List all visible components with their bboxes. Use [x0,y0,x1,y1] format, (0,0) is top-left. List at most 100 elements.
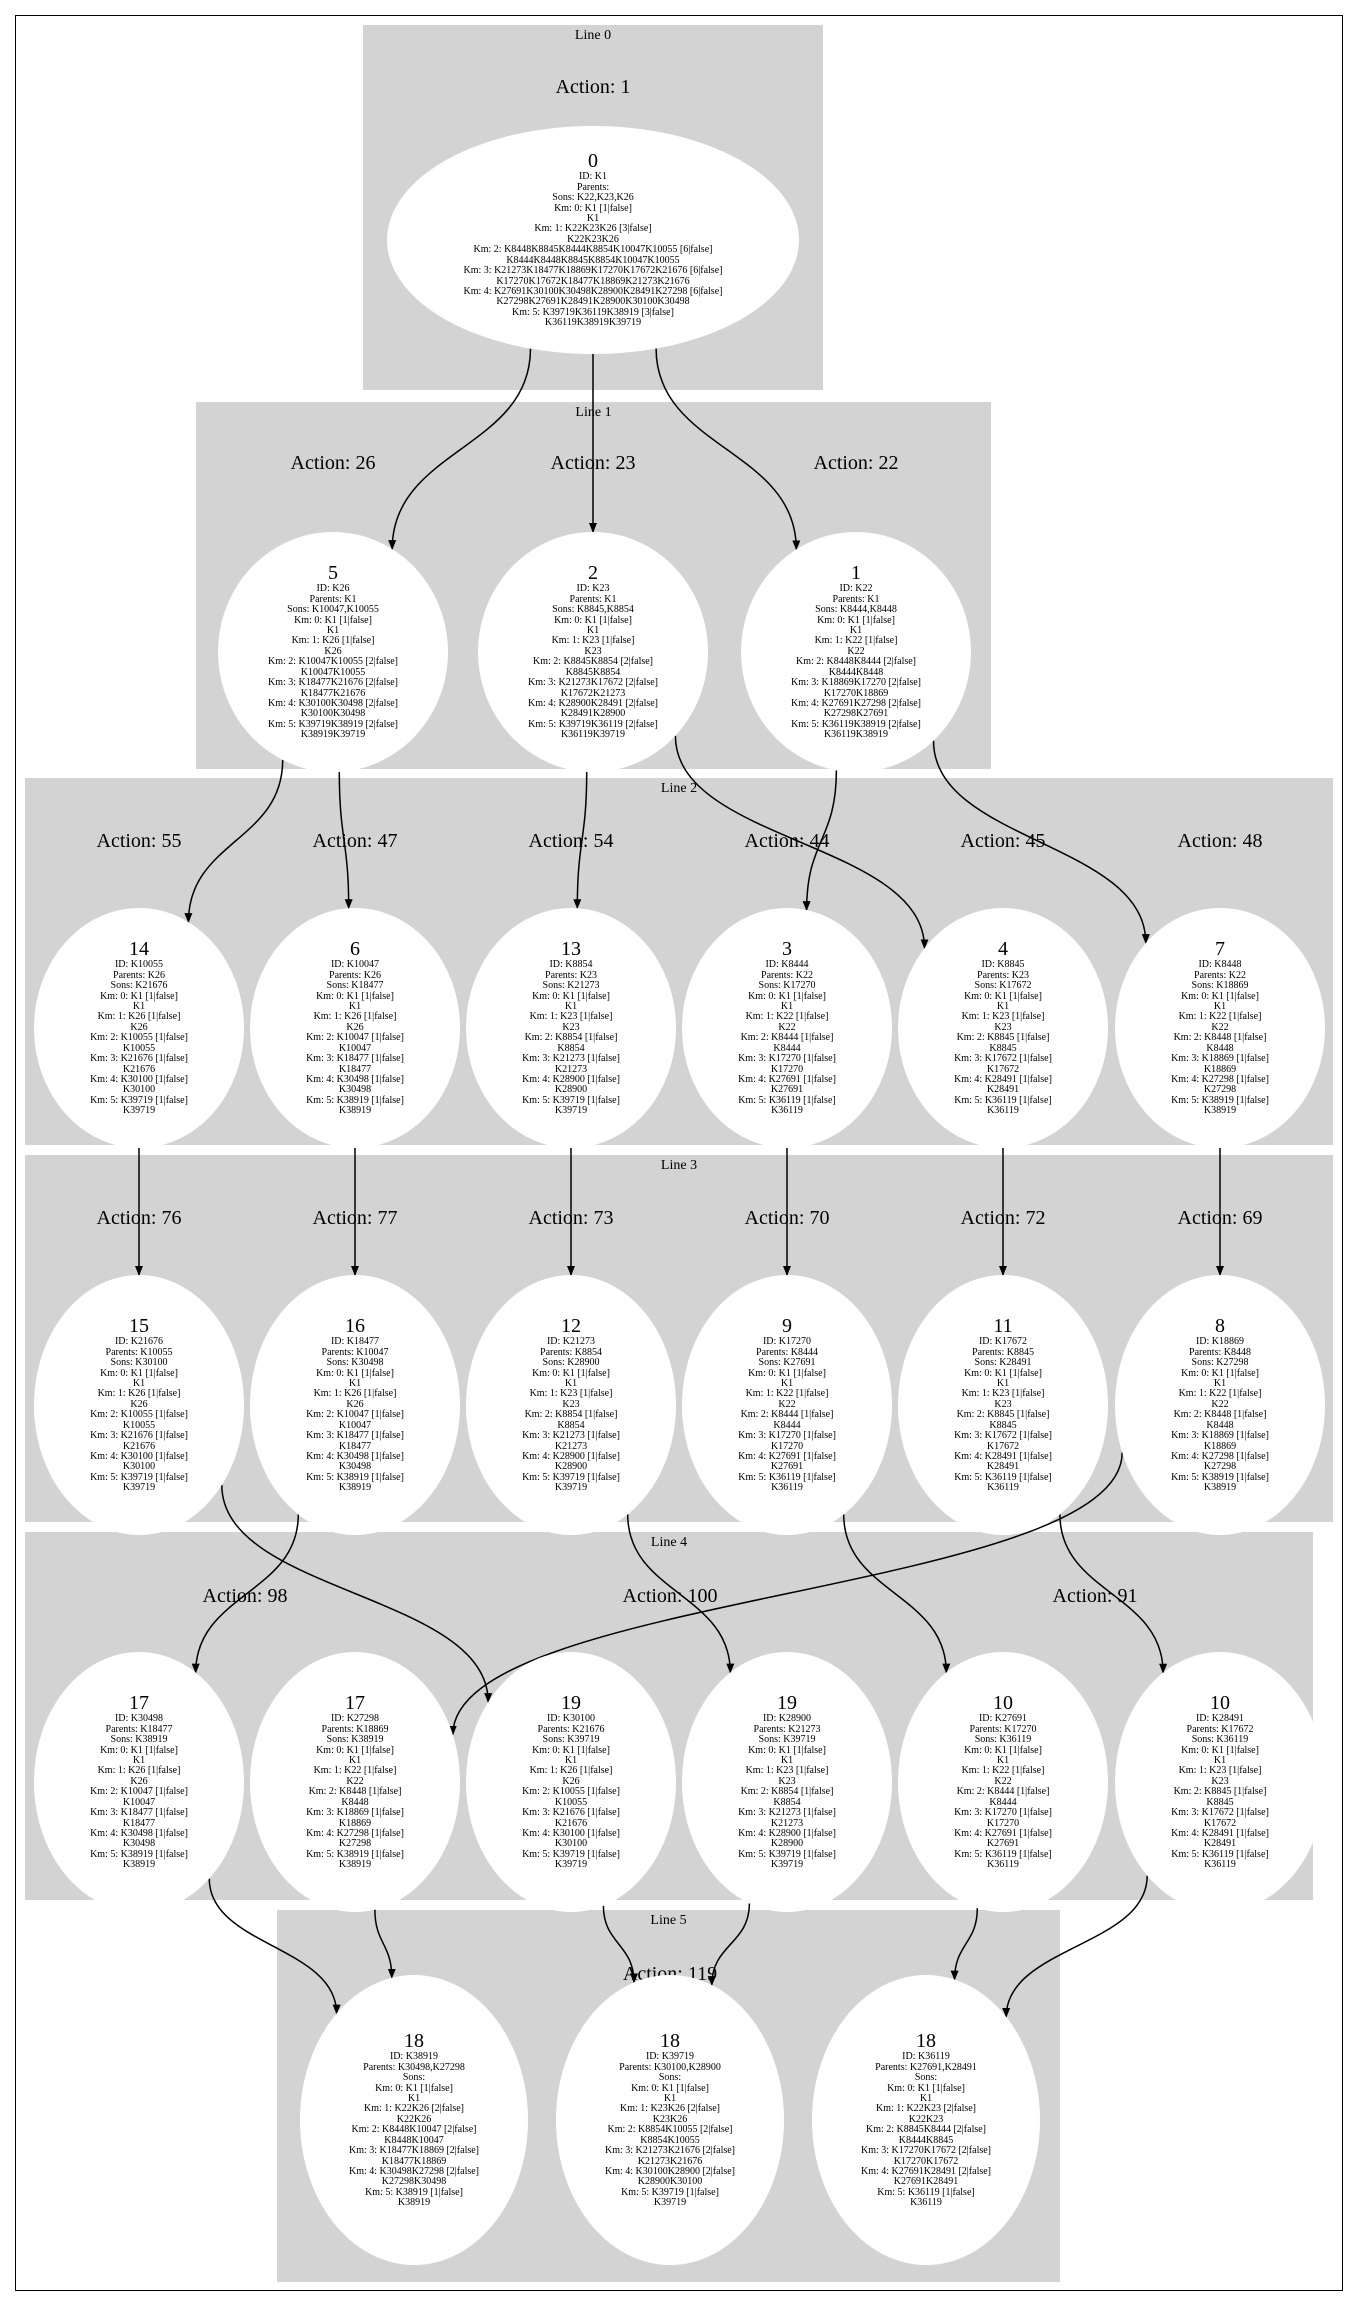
node-text-line: K10055 [554,1796,588,1808]
node-text-line: K1 [348,1378,362,1390]
node-text-line: K8444K8845 [898,2134,954,2146]
node-text-line: Sons: [914,2072,938,2084]
node-text-line: K22 [778,1398,796,1410]
node-text-line: Km: 0: K1 [1|false] [554,614,632,626]
node-text-line: ID: K22 [839,583,873,595]
node-text-line: K17672 [1203,1817,1237,1829]
node-text-line: Km: 2: K8845 [1|false] [956,1409,1050,1421]
node-text-line: Km: 0: K1 [1|false] [294,614,372,626]
node-text-line: Parents: K1 [309,593,357,605]
node-text-line: K17270 [770,1440,804,1452]
node-text-line: Sons: K39719 [758,1734,816,1746]
node-text-line: ID: K28491 [1195,1713,1245,1725]
node-text-line: K10047 [122,1796,156,1808]
action-label: Action: 23 [550,452,636,474]
node-text-line: Km: 2: K8448 [1|false] [1173,1409,1267,1421]
node-text-line: K27298K27691K28491K28900K30100K30498 [496,296,690,308]
node-text-line: Km: 1: K22 [1|false] [1178,1388,1262,1400]
node-text-line: K8448 [1206,1419,1234,1431]
node-text-line: K26 [324,645,342,657]
node-text-line: K39719 [554,1859,588,1871]
node-number: 19 [777,1692,797,1715]
node-text-line: ID: K8845 [981,959,1025,971]
node-text-line: Sons: K8845,K8854 [552,604,634,616]
node-text-line: Parents: K26 [113,969,165,981]
node-text-line: ID: K28900 [762,1713,812,1725]
node-text-line: Km: 0: K1 [1|false] [631,2082,709,2094]
node-text-line: K1 [1213,1755,1227,1767]
node-text-line: Km: 0: K1 [1|false] [100,990,178,1002]
node-text-line: ID: K23 [576,583,610,595]
node-number: 14 [129,938,149,961]
node-text-line: K22 [778,1021,796,1033]
node-text-line: K36119 [987,1482,1019,1494]
node-text-line: K27298 [338,1838,372,1850]
node-text-line: K8448K10047 [384,2134,444,2146]
node-text-line: K8854 [773,1796,801,1808]
node-number: 1 [851,562,861,585]
node-text-line: ID: K8854 [549,959,593,971]
node-text-line: K18869 [338,1817,372,1829]
node-text-line: Parents: K18477 [105,1723,173,1735]
node-text-line: K1 [132,1378,146,1390]
node-text-line: Sons: K28900 [542,1357,600,1369]
node-text-line: K17672 [986,1440,1020,1452]
node-text-line: K27691 [770,1461,804,1473]
node-text-line: K30100 [554,1838,588,1850]
node-text-line: Sons: K17672 [974,980,1032,992]
node-text-line: Km: 4: K30100 [1|false] [90,1450,188,1462]
node-text-line: K1 [564,1755,578,1767]
node-text-line: Km: 3: K18477 [1|false] [90,1807,188,1819]
node-text-line: K21273 [554,1440,588,1452]
action-label: Action: 55 [96,830,182,852]
node-text-line: K21273K21676 [637,2155,703,2167]
node-text-line: Km: 2: K10047 [1|false] [306,1032,404,1044]
node-text-line: K36119K38919K39719 [544,317,642,329]
node-text-line: Km: 1: K23 [1|false] [1178,1765,1262,1777]
node-text-line: Km: 5: K39719 [1|false] [522,1471,620,1483]
node-text-line: Parents: K8845 [972,1346,1034,1358]
node-text-line: Km: 0: K1 [1|false] [532,1744,610,1756]
node-text-line: K38919 [338,1482,372,1494]
node-text-line: Parents: K8444 [756,1346,818,1358]
node-text-line: Km: 5: K36119 [1|false] [954,1848,1052,1860]
node-text-line: Km: 3: K18477 [1|false] [306,1053,404,1065]
node-text-line: Km: 0: K1 [1|false] [316,990,394,1002]
node-text-line: K17270K17672 [893,2155,959,2167]
node-text-line: K10047 [338,1419,372,1431]
node-text-line: Km: 3: K17270 [1|false] [738,1430,836,1442]
node-text-line: Km: 2: K8448 [1|false] [1173,1032,1267,1044]
node-text-line: K26 [562,1775,580,1787]
node-text-line: K1 [564,1001,578,1013]
node-text-line: Sons: K36119 [974,1734,1032,1746]
node-text-line: Km: 3: K18869 [1|false] [1171,1053,1269,1065]
node-text-line: K22K23 [908,2113,944,2125]
node-text-line: Km: 2: K8845K8854 [2|false] [532,656,654,668]
node-text-line: K1 [780,1755,794,1767]
node-text-line: K1 [348,1755,362,1767]
node-text-line: K36119 [987,1859,1019,1871]
node-text-line: Sons: K8444,K8448 [815,604,897,616]
cluster-title: Line 1 [575,405,612,420]
node-text-line: K1 [780,1001,794,1013]
node-text-line: Km: 5: K39719 [1|false] [522,1848,620,1860]
node-text-line: K17672K21273 [560,687,626,699]
node-text-line: ID: K17270 [762,1336,812,1348]
node-text-line: Km: 5: K36119K38919 [2|false] [791,718,921,730]
node-text-line: K27298 [1203,1461,1237,1473]
node-text-line: K22K26 [396,2113,432,2125]
node-text-line: K17672 [986,1063,1020,1075]
node-text-line: K18477K21676 [300,687,366,699]
node-text-line: Km: 3: K18869K17270 [2|false] [790,677,922,689]
node-text-line: K8845 [989,1042,1017,1054]
action-label: Action: 1 [555,76,631,98]
node-text-line: Km: 5: K39719 [1|false] [522,1094,620,1106]
node-text-line: Km: 4: K27691K30100K30498K28900K28491K27… [463,285,723,297]
